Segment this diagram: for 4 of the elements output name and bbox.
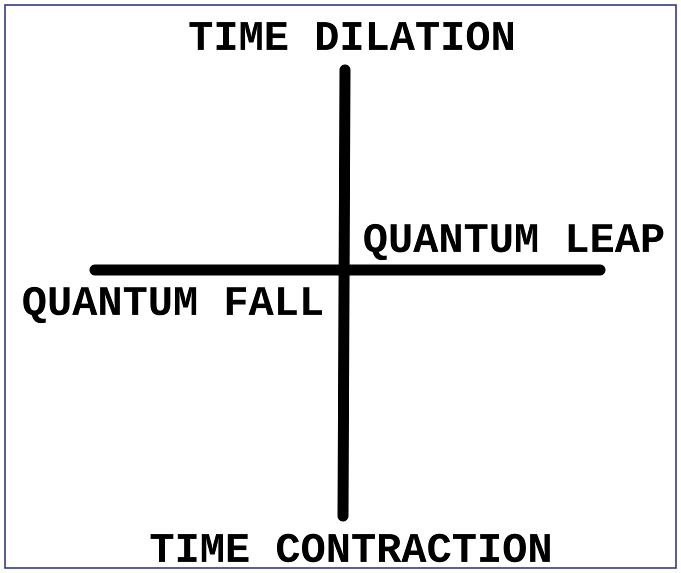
axis-label: QUANTUM LEAP: [364, 224, 664, 260]
axis-label: QUANTUM FALL: [23, 286, 322, 324]
axis-label: TIME DILATION: [189, 22, 513, 50]
axis-label: TIME CONTRACTION: [150, 534, 550, 562]
